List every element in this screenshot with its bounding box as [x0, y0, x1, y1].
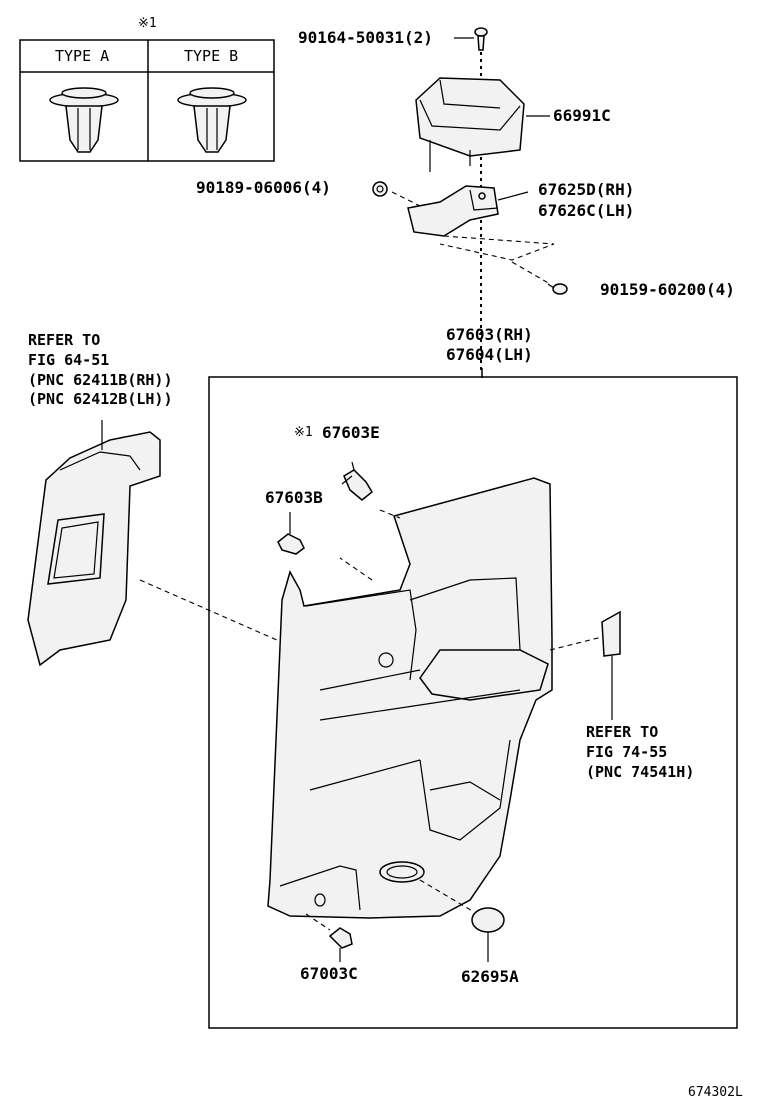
right-ref-line-1: REFER TO	[586, 723, 659, 741]
clip-e-drawing	[341, 461, 373, 501]
nut-left-drawing	[372, 181, 388, 197]
clip-type-a-drawing	[49, 87, 119, 153]
part-label-trim-rh: 67603(RH)	[446, 325, 533, 344]
screw-right-drawing	[511, 261, 568, 295]
assembly-frame	[208, 376, 738, 1029]
side-panel-reference-drawing	[27, 420, 287, 667]
part-label-trim-lh: 67604(LH)	[446, 345, 533, 364]
bracket-drawing	[391, 185, 555, 261]
clip-b-drawing	[277, 512, 305, 555]
clip-type-legend-table	[19, 39, 275, 162]
left-ref-line-2: FIG 64-51	[28, 351, 110, 369]
plug-drawing	[471, 907, 505, 962]
part-label-clip-c: 67003C	[300, 964, 358, 983]
left-ref-line-4: (PNC 62412B(LH))	[28, 390, 173, 408]
part-label-screw-top: 90164-50031(2)	[298, 28, 433, 47]
legend-type-b-label: TYPE B	[184, 47, 239, 65]
part-label-clip-b: 67603B	[265, 488, 323, 507]
drawing-number: 674302L	[688, 1085, 743, 1100]
clip-type-b-drawing	[177, 87, 247, 153]
part-label-nut-left: 90189-06006(4)	[196, 178, 331, 197]
part-label-plug: 62695A	[461, 967, 519, 986]
part-mark-clip-e: ※1	[294, 425, 313, 440]
quarter-trim-panel-drawing	[267, 477, 607, 931]
screw-top-drawing	[454, 27, 488, 51]
clip-c-drawing	[328, 927, 353, 962]
legend-title: ※1	[138, 16, 157, 31]
part-label-cup-holder: 66991C	[553, 106, 611, 125]
part-label-bracket-rh: 67625D(RH)	[538, 180, 635, 199]
legend-type-a-label: TYPE A	[55, 47, 110, 65]
part-label-clip-e: 67603E	[322, 423, 380, 442]
part-label-bracket-lh: 67626C(LH)	[538, 201, 635, 220]
right-reference-part-drawing	[601, 610, 621, 720]
right-ref-line-2: FIG 74-55	[586, 743, 668, 761]
left-ref-line-3: (PNC 62411B(RH))	[28, 371, 173, 389]
right-ref-line-3: (PNC 74541H)	[586, 763, 695, 781]
left-ref-line-1: REFER TO	[28, 331, 101, 349]
cup-holder-drawing	[415, 77, 550, 172]
part-label-screw-right: 90159-60200(4)	[600, 280, 735, 299]
